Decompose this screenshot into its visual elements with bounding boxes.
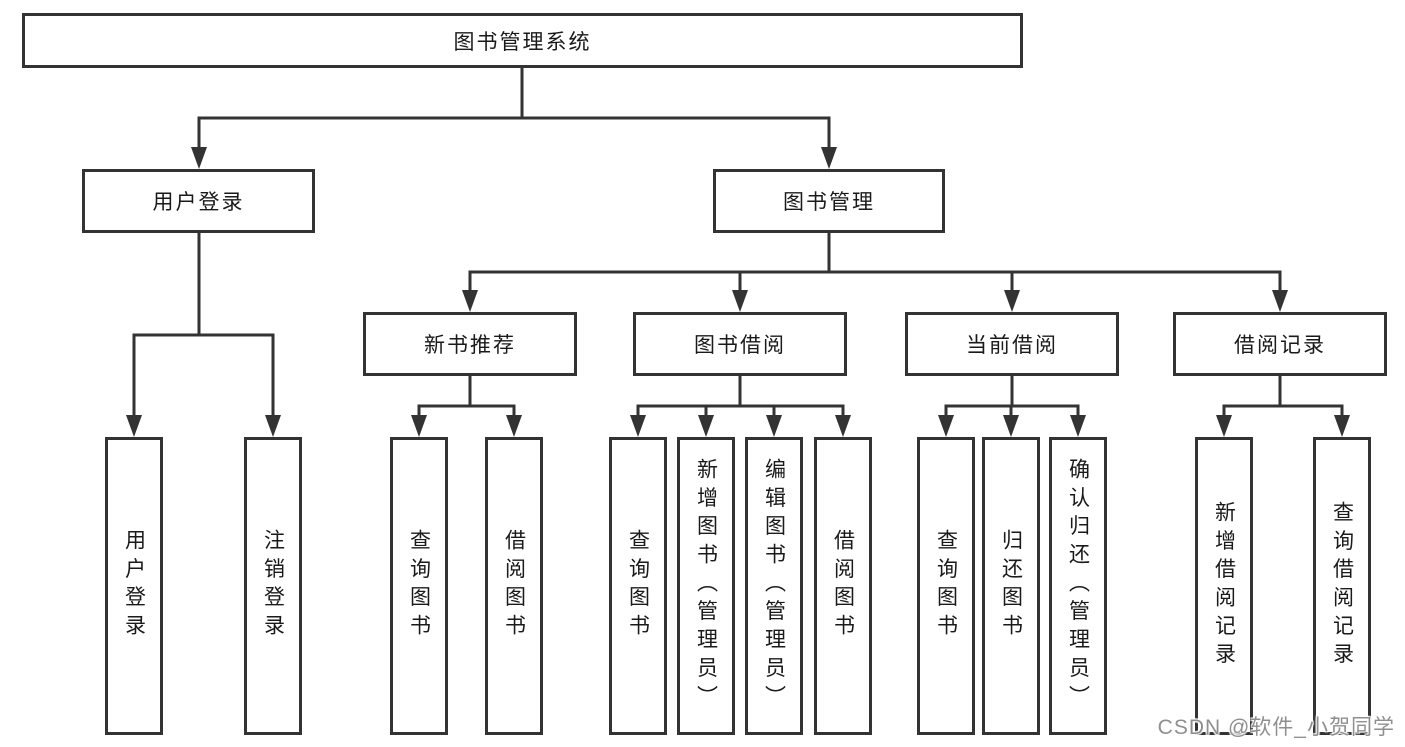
node-label: 用户登录 [122, 529, 146, 643]
leaf-user-login: 用户登录 [105, 437, 163, 735]
node-book-borrowing: 图书借阅 [633, 312, 847, 376]
node-label: 借阅记录 [1234, 334, 1326, 357]
node-label: 确认归还（管理员） [1066, 458, 1090, 714]
node-label: 查询借阅记录 [1330, 500, 1354, 672]
watermark-text: CSDN @软件_小贺同学 [1157, 716, 1395, 739]
node-current-borrowing: 当前借阅 [905, 312, 1119, 376]
leaf-recommend-query-book: 查询图书 [390, 437, 448, 735]
node-library-system-root: 图书管理系统 [22, 13, 1023, 68]
node-label: 用户登录 [152, 191, 245, 214]
node-label: 当前借阅 [966, 334, 1058, 357]
node-label: 查询图书 [407, 529, 431, 643]
node-label: 查询图书 [934, 529, 958, 643]
node-label: 归还图书 [999, 529, 1023, 643]
node-label: 查询图书 [626, 529, 650, 643]
leaf-logout: 注销登录 [244, 437, 302, 735]
node-user-login: 用户登录 [82, 169, 315, 233]
node-label: 新书推荐 [424, 334, 516, 357]
node-label: 编辑图书（管理员） [762, 458, 786, 714]
leaf-records-query-record: 查询借阅记录 [1313, 437, 1371, 735]
leaf-borrowing-add-book-admin: 新增图书（管理员） [677, 437, 735, 735]
leaf-current-query-book: 查询图书 [917, 437, 975, 735]
connector-lines [132, 68, 1344, 416]
leaf-current-confirm-return-admin: 确认归还（管理员） [1049, 437, 1107, 735]
down-arrowhead-icons [126, 147, 1350, 437]
node-label: 借阅图书 [502, 529, 526, 643]
node-label: 新增图书（管理员） [694, 458, 718, 714]
node-label: 图书管理系统 [453, 30, 592, 54]
node-label: 图书管理 [783, 191, 875, 214]
node-label: 图书借阅 [694, 334, 786, 357]
node-new-book-recommendation: 新书推荐 [363, 312, 577, 376]
leaf-borrowing-edit-book-admin: 编辑图书（管理员） [745, 437, 803, 735]
node-borrowing-records: 借阅记录 [1173, 312, 1387, 376]
node-label: 注销登录 [261, 529, 285, 643]
leaf-recommend-borrow-book: 借阅图书 [485, 437, 543, 735]
leaf-borrowing-borrow-book: 借阅图书 [814, 437, 872, 735]
node-label: 新增借阅记录 [1212, 500, 1236, 672]
node-book-management: 图书管理 [713, 169, 945, 233]
leaf-current-return-book: 归还图书 [982, 437, 1040, 735]
node-label: 借阅图书 [831, 529, 855, 643]
leaf-borrowing-query-book: 查询图书 [609, 437, 667, 735]
leaf-records-add-record: 新增借阅记录 [1195, 437, 1253, 735]
